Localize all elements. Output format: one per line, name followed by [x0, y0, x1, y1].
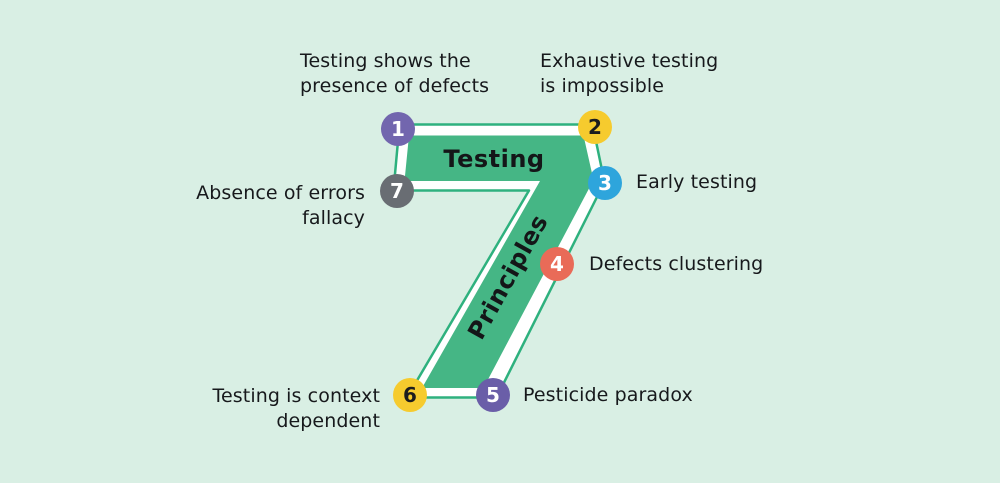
label-principle-1: Testing shows the presence of defects: [300, 50, 490, 97]
label-principle-5: Pesticide paradox: [523, 384, 693, 406]
badge-number-6: 6: [403, 383, 417, 407]
badge-principle-4: 4: [540, 247, 574, 281]
badge-number-7: 7: [390, 179, 404, 203]
badge-circle-5: [476, 378, 510, 412]
badge-circle-7: [380, 174, 414, 208]
badge-principle-5: 5: [476, 378, 510, 412]
badge-number-2: 2: [588, 115, 602, 139]
badge-principle-3: 3: [588, 166, 622, 200]
badge-circle-4: [540, 247, 574, 281]
badge-principle-6: 6: [393, 378, 427, 412]
label-principle-6: Testing is context dependent: [212, 385, 380, 432]
badge-principle-1: 1: [381, 112, 415, 146]
label-principle-2: Exhaustive testing is impossible: [540, 50, 719, 97]
seven-fill-shape: [404, 135, 594, 388]
badge-principle-2: 2: [578, 110, 612, 144]
badge-circle-1: [381, 112, 415, 146]
label-principle-3: Early testing: [636, 171, 758, 193]
badge-circle-2: [578, 110, 612, 144]
badge-number-5: 5: [486, 383, 500, 407]
badge-number-1: 1: [391, 117, 405, 141]
badge-circle-6: [393, 378, 427, 412]
badge-number-3: 3: [598, 171, 612, 195]
label-principle-7: Absence of errors fallacy: [196, 182, 365, 229]
badge-number-4: 4: [550, 252, 564, 276]
shape-word-testing: Testing: [443, 145, 544, 173]
label-principle-4: Defects clustering: [589, 253, 764, 275]
badge-circle-3: [588, 166, 622, 200]
badge-principle-7: 7: [380, 174, 414, 208]
